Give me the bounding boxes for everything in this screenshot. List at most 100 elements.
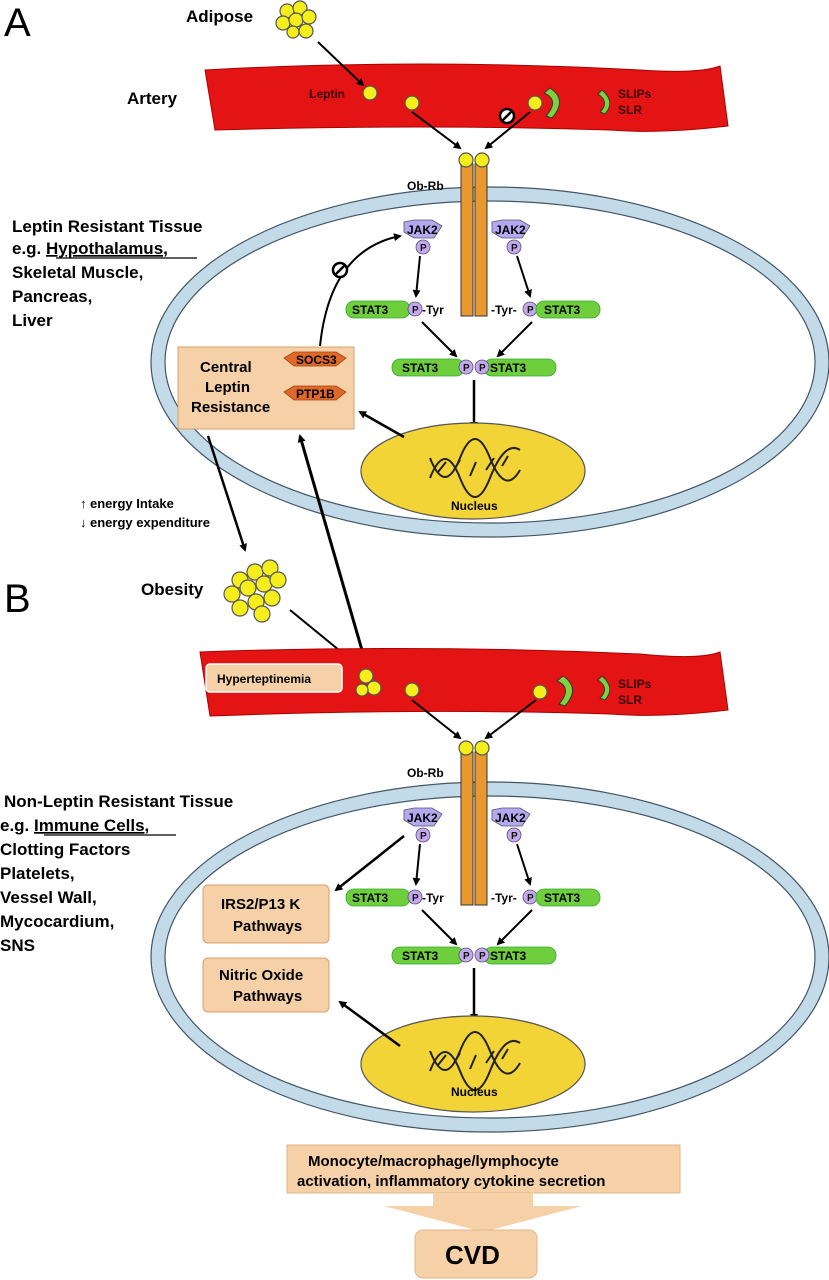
leptin-cluster-icon (355, 668, 382, 697)
tissue-a-line1: Leptin Resistant Tissue (12, 217, 203, 236)
adipose-label: Adipose (186, 7, 253, 26)
tyr-left-label-b: -Tyr (422, 891, 444, 905)
tissue-b-line5: Vessel Wall, (0, 888, 97, 907)
slr-receptor-icon (597, 89, 611, 115)
down-arrow-icon: ↓ (80, 515, 87, 530)
jak2-right-label-b: JAK2 (495, 811, 526, 825)
irs2-line2: Pathways (233, 918, 302, 935)
immune-activation-box (286, 1144, 681, 1194)
ptp1b-badge (283, 385, 347, 401)
nucleus-label-a: Nucleus (451, 499, 498, 513)
down-arrow-shape (384, 1193, 582, 1232)
slr-label-a: SLR (618, 103, 642, 117)
leptin-molecule-icon (532, 684, 548, 700)
nucleus-label-b: Nucleus (451, 1085, 498, 1099)
leptin-molecule-icon (404, 682, 420, 698)
tissue-a-line2: e.g. Hypothalamus, (12, 239, 168, 258)
up-arrow-icon: ↑ (80, 496, 87, 511)
phospho-label: P (511, 831, 518, 842)
phospho-label: P (420, 243, 427, 254)
ptp1b-label: PTP1B (296, 387, 335, 401)
stat3-label: STAT3 (544, 891, 581, 905)
resistance-line3: Resistance (191, 399, 270, 416)
stat3-label: STAT3 (402, 361, 439, 375)
hyperleptinemia-box (205, 663, 343, 693)
stat3-label: STAT3 (352, 891, 389, 905)
outcome-line2: activation, inflammatory cytokine secret… (297, 1173, 605, 1190)
tissue-a-line4: Pancreas, (12, 287, 92, 306)
resistance-line1: Central (200, 359, 252, 376)
nitric-oxide-line1: Nitric Oxide (219, 967, 303, 984)
leptin-label: Leptin (309, 87, 345, 101)
panel-b-letter: B (4, 577, 31, 621)
phospho-label: P (420, 831, 427, 842)
phospho-label: P (479, 363, 486, 374)
jak2-left-a (403, 219, 443, 255)
slips-label-a: SLIPs (618, 87, 652, 101)
socs3-label: SOCS3 (296, 353, 337, 367)
phospho-label: P (527, 893, 534, 904)
artery-label: Artery (127, 89, 178, 108)
resistance-line2: Leptin (205, 379, 250, 396)
hyperleptinemia-label: Hyperteptinemia (217, 672, 311, 686)
tissue-b-line4: Platelets, (0, 864, 75, 883)
artery-vessel-a (204, 63, 729, 132)
outcome-line1: Monocyte/macrophage/lymphocyte (308, 1153, 559, 1170)
ob-rb-label-a: Ob-Rb (407, 179, 444, 193)
leptin-molecule-icon (404, 95, 420, 111)
tyr-right-label-a: -Tyr- (491, 303, 517, 317)
ob-rb-receptor-b (458, 740, 490, 906)
phospho-label: P (412, 893, 419, 904)
tyr-right-label-b: -Tyr- (491, 891, 517, 905)
phospho-label: P (412, 305, 419, 316)
slr-receptor-icon (556, 675, 573, 707)
irs2-line1: IRS2/P13 K (221, 896, 300, 913)
stat3-label: STAT3 (402, 949, 439, 963)
jak2-left-b (403, 807, 443, 843)
stat3-label: STAT3 (544, 303, 581, 317)
jak2-left-label-b: JAK2 (407, 811, 438, 825)
slr-receptor-icon (543, 87, 560, 119)
irs2-pathways-box (202, 884, 330, 944)
socs3-badge (283, 351, 347, 367)
stat3-label: STAT3 (352, 303, 389, 317)
slips-label-b: SLIPs (618, 677, 652, 691)
slr-receptor-icon (597, 675, 611, 701)
tissue-a-line3: Skeletal Muscle, (12, 263, 143, 282)
tissue-b-line2: e.g. Immune Cells, (0, 816, 149, 835)
stat3-label: STAT3 (490, 949, 527, 963)
tissue-a-line5: Liver (12, 311, 53, 330)
obesity-label: Obesity (141, 580, 204, 599)
leptin-molecule-icon (362, 85, 378, 101)
phospho-label: P (463, 363, 470, 374)
stat3-right-a (535, 300, 601, 319)
energy-intake-label: energy Intake (90, 496, 174, 511)
phospho-label: P (479, 951, 486, 962)
dna-helix-icon (429, 1031, 521, 1091)
tissue-b-line3: Clotting Factors (0, 840, 130, 859)
slr-label-b: SLR (618, 693, 642, 707)
tissue-b-line7: SNS (0, 936, 35, 955)
ob-rb-label-b: Ob-Rb (407, 766, 444, 780)
inhibition-icon (498, 107, 516, 125)
nitric-oxide-pathways-box (202, 957, 330, 1013)
cvd-label: CVD (445, 1240, 500, 1270)
stat3-right-b (535, 888, 601, 907)
stat3-label: STAT3 (490, 361, 527, 375)
phospho-label: P (463, 951, 470, 962)
jak2-left-label-a: JAK2 (407, 223, 438, 237)
panel-a-letter: A (4, 1, 31, 45)
jak2-right-label-a: JAK2 (495, 223, 526, 237)
jak2-right-a (491, 219, 531, 255)
cvd-box (414, 1229, 538, 1279)
obesity-cluster-icon (223, 559, 287, 623)
tissue-b-line6: Mycocardium, (0, 912, 114, 931)
leptin-molecule-icon (527, 95, 543, 111)
nitric-oxide-line2: Pathways (233, 988, 302, 1005)
dna-helix-icon (429, 438, 521, 498)
phospho-label: P (527, 305, 534, 316)
phospho-label: P (511, 243, 518, 254)
tyr-left-label-a: -Tyr (422, 303, 444, 317)
inhibition-icon (331, 261, 349, 279)
